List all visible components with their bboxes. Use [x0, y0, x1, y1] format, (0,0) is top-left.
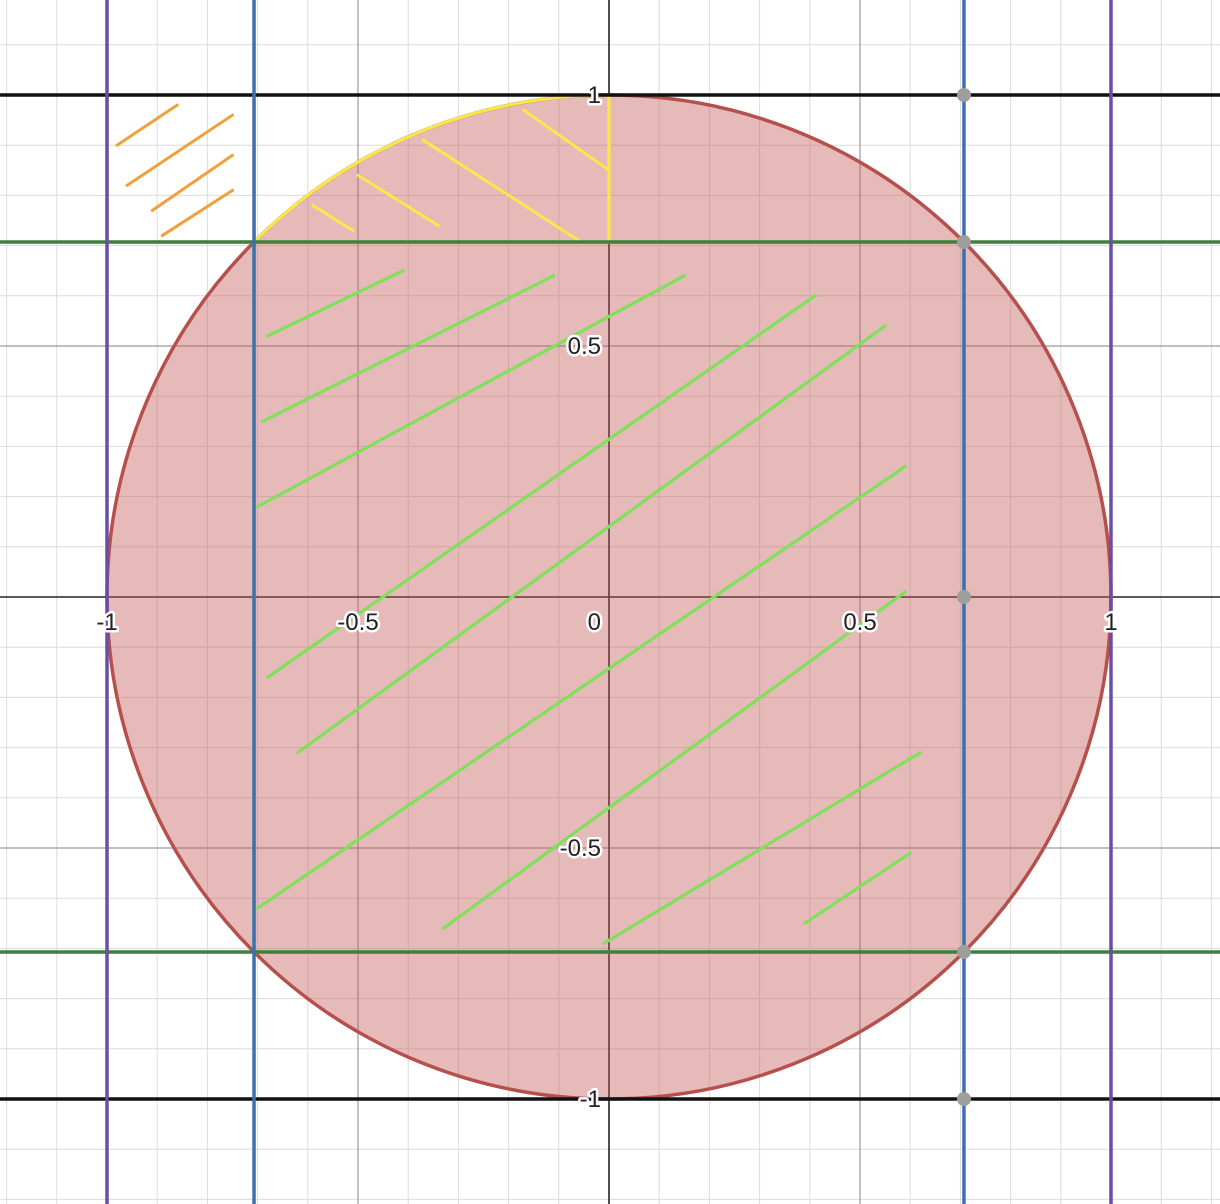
x-tick-label: 1	[1104, 609, 1117, 636]
square-hatch-line	[261, 274, 556, 423]
x-tick-label: -0.5	[337, 609, 378, 636]
graph-points	[956, 88, 971, 1106]
y-tick-label: -0.5	[560, 835, 601, 862]
square-hatch-line	[296, 324, 887, 755]
segment-hatch-line	[356, 173, 440, 228]
y-tick-label: -1	[580, 1086, 601, 1113]
segment-hatch-line	[522, 108, 611, 172]
x-tick-label: 0	[588, 609, 601, 636]
intersection-point[interactable]	[956, 235, 971, 250]
corner-hatch-line	[115, 103, 179, 147]
intersection-point[interactable]	[956, 88, 971, 102]
square-hatch-line	[602, 751, 922, 945]
intersection-point[interactable]	[956, 1092, 971, 1106]
intersection-point[interactable]	[956, 590, 971, 604]
segment-hatch-line	[311, 203, 355, 233]
square-hatch-line	[803, 851, 912, 925]
square-hatch-line	[256, 274, 686, 509]
x-tick-label: 0.5	[843, 609, 876, 636]
corner-hatch-line	[125, 113, 234, 187]
corner-hatch-line	[150, 153, 234, 212]
square-hatch-line	[256, 464, 907, 910]
segment-hatch-line	[421, 138, 581, 243]
square-hatch-line	[441, 590, 907, 930]
square-hatch-line	[266, 269, 405, 338]
square-hatch-line	[266, 294, 817, 679]
y-tick-label: 1	[588, 82, 601, 109]
x-tick-label: -1	[96, 609, 117, 636]
y-tick-label: 0.5	[568, 333, 601, 360]
intersection-point[interactable]	[956, 944, 971, 959]
corner-hatch-line	[160, 188, 234, 238]
tick-labels: -1 -0.5 0 0.5 1 1 0.5 -0.5 -1	[94, 80, 1120, 1116]
